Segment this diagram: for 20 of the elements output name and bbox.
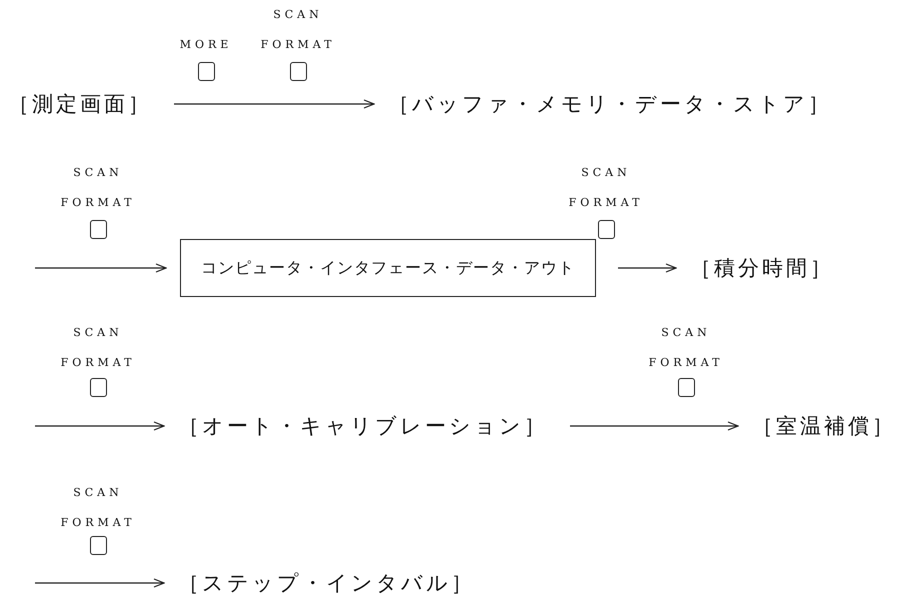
key-label: MORE <box>178 37 234 53</box>
arrow <box>35 578 165 588</box>
arrow <box>174 99 375 109</box>
screen-label: ［室温補償］ <box>752 411 896 441</box>
screen-label: ［測定画面］ <box>8 89 152 119</box>
screen-label: ［バッファ・メモリ・データ・ストア］ <box>388 89 832 119</box>
arrow <box>570 421 739 431</box>
key-label: SCAN FORMAT <box>60 165 136 211</box>
arrow <box>618 263 677 273</box>
key-label: SCAN FORMAT <box>60 485 136 531</box>
screen-label: ［ステップ・インタバル］ <box>178 568 475 598</box>
process-box: コンピュータ・インタフェース・データ・アウト <box>180 239 596 297</box>
key-label: SCAN FORMAT <box>60 325 136 371</box>
key-label: SCAN FORMAT <box>260 7 336 53</box>
arrow <box>35 421 165 431</box>
key-label: SCAN FORMAT <box>648 325 724 371</box>
screen-label: ［オート・キャリブレーション］ <box>178 411 548 441</box>
screen-label: ［積分時間］ <box>690 253 834 283</box>
arrow <box>35 263 167 273</box>
key-label: SCAN FORMAT <box>568 165 644 211</box>
